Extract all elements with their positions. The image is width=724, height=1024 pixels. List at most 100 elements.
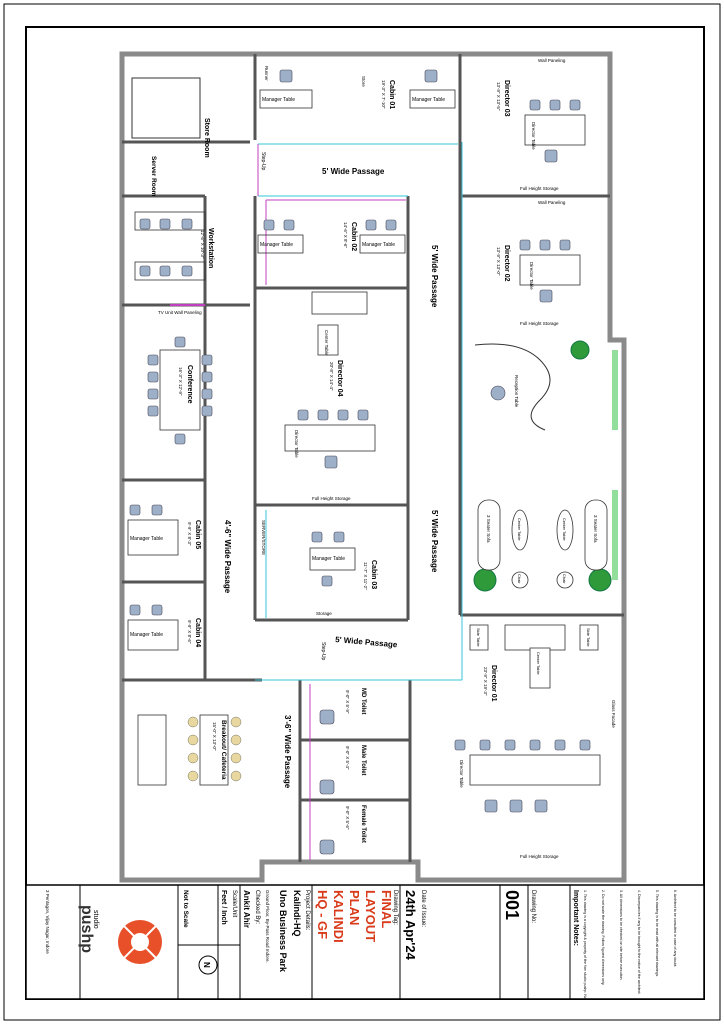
female-toilet-label: Female Toilet bbox=[360, 805, 366, 843]
step-up-top: Step-Up bbox=[260, 152, 266, 171]
title-block: 3 Pentagon, Vijay Nagar, Indore studio p… bbox=[25, 884, 705, 1000]
tb-unit: Feet / Inch bbox=[220, 890, 227, 925]
cabin03-size: 11'-7" X 11'-2" bbox=[363, 562, 368, 590]
building-walls bbox=[119, 51, 627, 883]
cabin01-size: 19'-3" X 7'-10" bbox=[381, 80, 386, 109]
tb-drawing-no: 001 bbox=[502, 890, 522, 920]
notes-list: 1. This drawing is a copyright & propert… bbox=[583, 890, 677, 999]
tb-tag-label: Drawing Tag: bbox=[392, 890, 398, 925]
server-store-label: SERVER/STORE bbox=[261, 520, 266, 555]
director03-storage: Full Height Storage bbox=[520, 186, 559, 191]
female-toilet-size: 9'-0" X 5'-6" bbox=[345, 806, 350, 830]
cabin03-table: Manager Table bbox=[312, 556, 345, 562]
tb-north: N bbox=[202, 962, 211, 968]
director02-storage: Full Height Storage bbox=[520, 321, 559, 326]
director02-label: Director 02 bbox=[503, 245, 510, 282]
director04-size: 20'-8" X 14'-4" bbox=[329, 362, 334, 391]
tb-project-name: Kalindi-HQ bbox=[292, 890, 302, 937]
cabin04-label: Cabin 04 bbox=[194, 618, 201, 647]
tb-date: 24th Apr'24 bbox=[403, 890, 418, 961]
cabin02-table-a: Manager Table bbox=[260, 242, 293, 248]
male-toilet-label: Male Toilet bbox=[360, 745, 366, 776]
chair-right: Chair bbox=[562, 574, 567, 584]
director03-size: 13'-9" X 13'-5" bbox=[496, 82, 501, 111]
cabin-03: Manager Table Cabin 03 11'-7" X 11'-2" S… bbox=[261, 520, 377, 616]
center-table-left: Center Table bbox=[517, 518, 522, 541]
tb-brand-small: studio bbox=[92, 910, 99, 929]
director02-size: 13'-9" X 13'-0" bbox=[496, 247, 501, 276]
green-wall-bottom bbox=[612, 490, 618, 580]
studio-pushp-logo bbox=[118, 920, 162, 964]
cabin03-label: Cabin 03 bbox=[370, 560, 377, 589]
director04-label: Director 04 bbox=[336, 360, 343, 397]
cabin-05: Manager Table Cabin 05 9'-9" X 8'-3" bbox=[127, 504, 201, 556]
tb-tag-line5: HQ - GF bbox=[315, 890, 330, 939]
workstation-label: Workstation bbox=[207, 228, 214, 268]
chair-left: Chair bbox=[517, 574, 522, 584]
sofa-left-label: 3 Seater Sofa bbox=[486, 515, 491, 543]
toilets: MD Toilet 9'-0" X 5'-9" Male Toilet 9'-0… bbox=[319, 688, 366, 855]
sofa-right-label: 3 Seater Sofa bbox=[593, 515, 598, 543]
note-item: 5. This drawing is to be read with all r… bbox=[655, 890, 659, 977]
conference-room: Conference 16'-3" X 12'-9" TV Unit Wall … bbox=[147, 310, 213, 445]
director01-center-table: Center Table bbox=[536, 652, 541, 675]
md-toilet-label: MD Toilet bbox=[360, 688, 366, 715]
tb-drawing-no-label: Drawing No: bbox=[530, 890, 536, 923]
passage-left-mid: 4'-6" Wide Passage bbox=[223, 520, 232, 594]
director04-table: Director Table bbox=[294, 430, 299, 458]
cabin02-label: Cabin 02 bbox=[350, 222, 357, 251]
workstation-area: Workstation 12'-6" X 10'-3" bbox=[134, 211, 214, 281]
cabin-02: Manager Table Manager Table Cabin 02 14'… bbox=[257, 219, 406, 254]
center-table-right: Center Table bbox=[562, 518, 567, 541]
tb-scale-label: Scale/Unit bbox=[231, 890, 237, 918]
director-01: Side Table Side Table Center Table Direc… bbox=[454, 624, 616, 859]
director01-table: Director Table bbox=[459, 760, 464, 788]
director02-table: Director Table bbox=[529, 262, 534, 290]
cabin05-table: Manager Table bbox=[130, 536, 163, 542]
cabin01-store: Store bbox=[361, 76, 366, 87]
director01-label: Director 01 bbox=[490, 665, 497, 702]
cabin01-table-a: Manager Table bbox=[262, 97, 295, 103]
note-item: 2. Do not scale the drawing. Follow figu… bbox=[601, 890, 605, 985]
male-toilet-size: 9'-0" X 5'-4" bbox=[345, 746, 350, 770]
tv-unit-label: TV Unit Wall Paneling bbox=[158, 310, 202, 315]
tb-checked-label: Checked By: bbox=[254, 890, 260, 924]
cabin-04: Manager Table Cabin 04 9'-9" X 8'-6" bbox=[127, 604, 201, 651]
director03-table: Director Table bbox=[531, 122, 536, 150]
cabin01-table-b: Manager Table bbox=[412, 97, 445, 103]
cabin03-storage: Storage bbox=[316, 611, 332, 616]
tb-tag-line4: KALINDI bbox=[331, 890, 346, 943]
breakout-cafeteria: Breakout/ Cafeteria 15'-0" X 13'-0" bbox=[137, 714, 242, 786]
north-arrow-icon bbox=[198, 955, 218, 975]
server-room-label: Server Room bbox=[150, 156, 157, 197]
reception-area: Reception Table 3 Seater Sofa 3 Seater S… bbox=[473, 340, 618, 592]
note-item: 4. Discrepancies if any to be brought to… bbox=[637, 890, 641, 994]
passage-left-low: 3'-6" Wide Passage bbox=[283, 715, 292, 789]
glass-facade-label: Glass Facade bbox=[611, 700, 616, 728]
passage-right-lower: 5' Wide Passage bbox=[430, 510, 439, 573]
cabin05-size: 9'-9" X 8'-3" bbox=[187, 522, 192, 546]
tb-project-address: Ground Floor, By-Pass Road Indore. bbox=[265, 890, 270, 963]
tb-project-place: Uno Business Park bbox=[278, 890, 288, 973]
cabin01-label: Cabin 01 bbox=[388, 80, 395, 109]
director03-label: Director 03 bbox=[503, 80, 510, 117]
cabin02-size: 14'-6" X 8'-6" bbox=[343, 222, 348, 248]
tb-brand-big: pushp bbox=[78, 905, 95, 953]
breakout-label: Breakout/ Cafeteria bbox=[220, 720, 227, 780]
step-up-bottom: Step-Up bbox=[320, 642, 326, 661]
director04-center-table: Center Table bbox=[324, 330, 329, 356]
green-wall-top bbox=[612, 350, 618, 430]
tb-date-label: Date of Issue: bbox=[420, 890, 426, 927]
note-item: 3. All dimensions to be checked on site … bbox=[619, 890, 623, 981]
director-02: Director 02 13'-9" X 13'-0" Director Tab… bbox=[496, 200, 581, 326]
director02-paneling: Wall Paneling bbox=[538, 200, 566, 205]
conference-size: 16'-3" X 12'-9" bbox=[178, 367, 183, 396]
cabin-01: Manager Table Manager Table Cabin 01 19'… bbox=[259, 66, 456, 109]
tb-scale: Not to Scale bbox=[182, 890, 189, 928]
breakout-size: 15'-0" X 13'-0" bbox=[212, 722, 217, 751]
tb-notes-heading: Important Notes: bbox=[572, 890, 579, 946]
note-item: 1. This drawing is a copyright & propert… bbox=[583, 890, 587, 999]
director-03: Director 03 13'-9" X 13'-5" Director Tab… bbox=[496, 58, 586, 191]
tb-tag-line1: FINAL bbox=[379, 890, 394, 928]
cabin01-runner: Runner bbox=[264, 66, 269, 81]
